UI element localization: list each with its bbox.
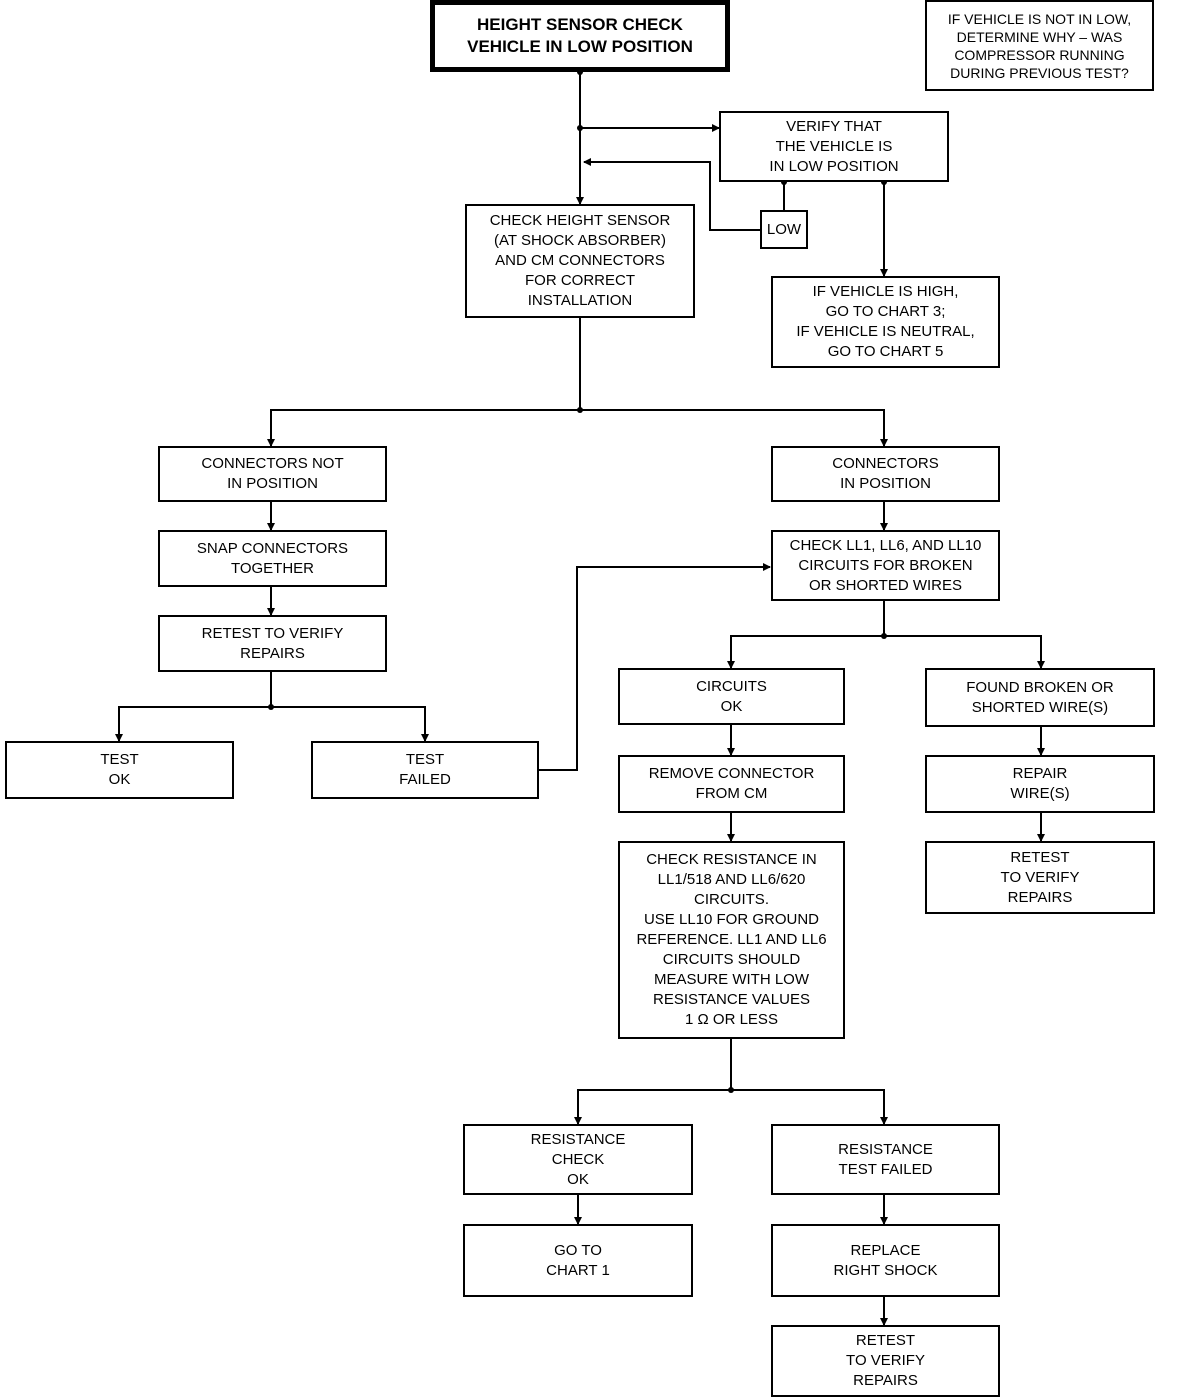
title-box: HEIGHT SENSOR CHECK VEHICLE IN LOW POSIT…: [430, 0, 730, 72]
connector-test-failed-loop: [539, 563, 771, 771]
connectors-not-in-position-box: CONNECTORS NOT IN POSITION: [158, 446, 387, 502]
connector-sensor-split: [267, 318, 581, 447]
connectors-in-position-box: CONNECTORS IN POSITION: [771, 446, 1000, 502]
low-box: LOW: [760, 210, 808, 249]
connector-resistance-split: [574, 1039, 732, 1125]
note-box: IF VEHICLE IS NOT IN LOW, DETERMINE WHY …: [925, 0, 1154, 91]
retest-left-box: RETEST TO VERIFY REPAIRS: [158, 615, 387, 672]
snap-connectors-box: SNAP CONNECTORS TOGETHER: [158, 530, 387, 587]
connector-resistance-split-right: [731, 1089, 888, 1125]
resistance-failed-box: RESISTANCE TEST FAILED: [771, 1124, 1000, 1195]
repair-wires-box: REPAIR WIRE(S): [925, 755, 1155, 813]
remove-connector-box: REMOVE CONNECTOR FROM CM: [618, 755, 845, 813]
found-broken-box: FOUND BROKEN OR SHORTED WIRE(S): [925, 668, 1155, 727]
connector-low-return: [583, 158, 760, 231]
retest-right-box: RETEST TO VERIFY REPAIRS: [925, 841, 1155, 914]
connector-check-split: [727, 601, 885, 669]
connector-check-split-right: [884, 635, 1045, 669]
go-chart1-box: GO TO CHART 1: [463, 1224, 693, 1297]
resistance-ok-box: RESISTANCE CHECK OK: [463, 1124, 693, 1195]
connector-sensor-split-right: [580, 409, 888, 447]
replace-shock-box: REPLACE RIGHT SHOCK: [771, 1224, 1000, 1297]
check-circuits-box: CHECK LL1, LL6, AND LL10 CIRCUITS FOR BR…: [771, 530, 1000, 601]
verify-low-box: VERIFY THAT THE VEHICLE IS IN LOW POSITI…: [719, 111, 949, 182]
connector-retest-split-right: [271, 706, 429, 742]
connector-retest-split: [115, 672, 272, 742]
test-ok-box: TEST OK: [5, 741, 234, 799]
if-high-box: IF VEHICLE IS HIGH, GO TO CHART 3; IF VE…: [771, 276, 1000, 368]
retest-bottom-box: RETEST TO VERIFY REPAIRS: [771, 1325, 1000, 1397]
check-resistance-box: CHECK RESISTANCE IN LL1/518 AND LL6/620 …: [618, 841, 845, 1039]
test-failed-box: TEST FAILED: [311, 741, 539, 799]
check-sensor-box: CHECK HEIGHT SENSOR (AT SHOCK ABSORBER) …: [465, 204, 695, 318]
circuits-ok-box: CIRCUITS OK: [618, 668, 845, 725]
